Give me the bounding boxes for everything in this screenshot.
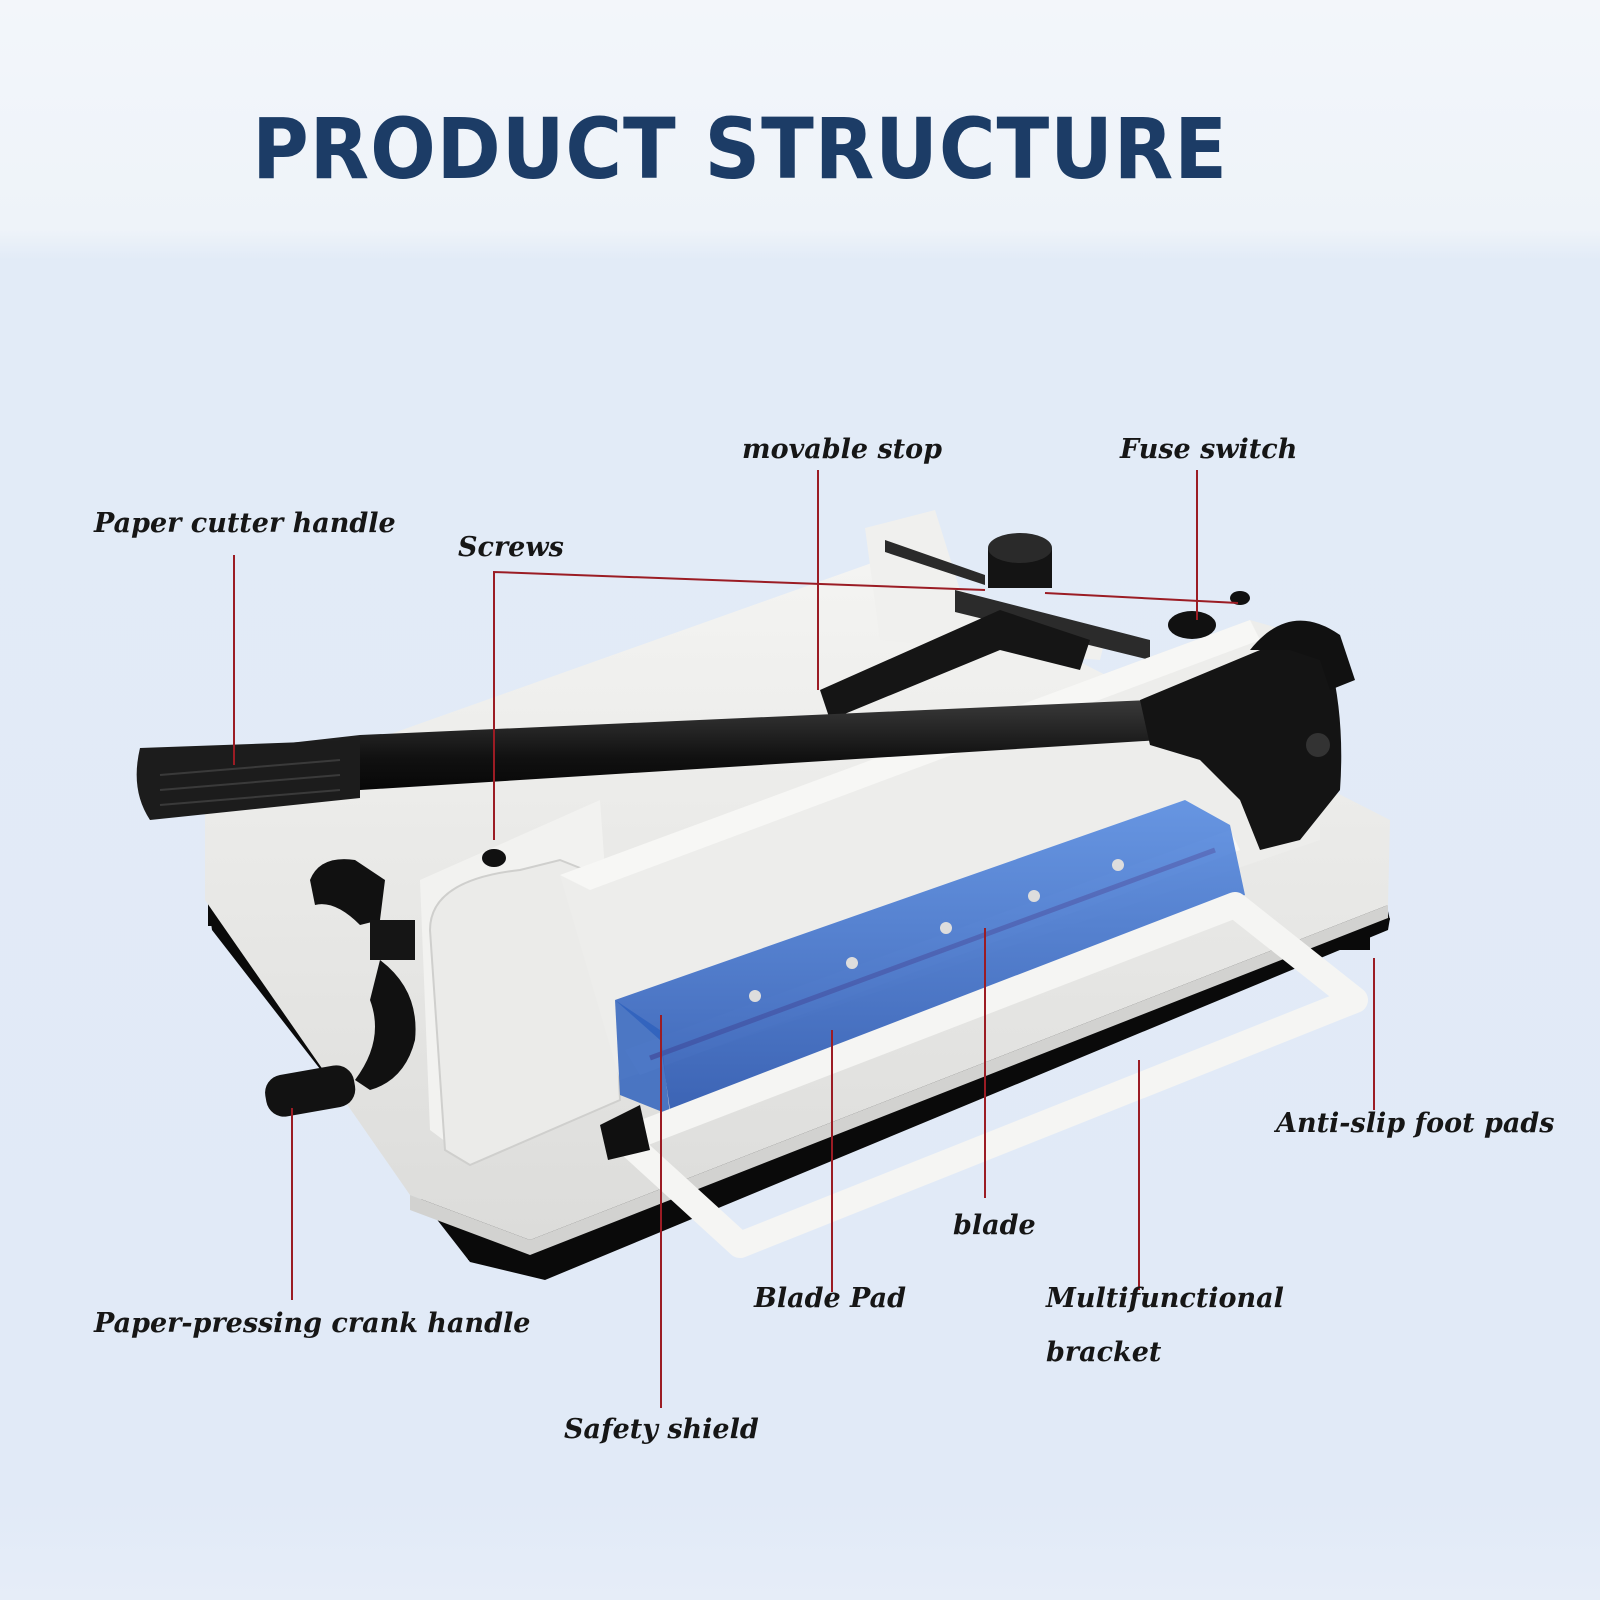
label-blade-pad: Blade Pad bbox=[754, 1283, 906, 1314]
crank-handle-graphic bbox=[265, 859, 416, 1117]
leader-line-screws bbox=[493, 570, 986, 840]
label-multifunctional-bracket-line1: Multifunctional bbox=[1046, 1283, 1284, 1314]
label-blade: blade bbox=[953, 1210, 1036, 1241]
paper-cutter-handle-graphic bbox=[136, 620, 1355, 850]
label-movable-stop: movable stop bbox=[742, 434, 943, 465]
screw-head bbox=[1230, 591, 1250, 605]
label-paper-pressing-crank-handle: Paper-pressing crank handle bbox=[94, 1308, 531, 1339]
screw-head bbox=[482, 849, 506, 867]
leader-lines bbox=[233, 470, 1375, 1408]
label-fuse-switch: Fuse switch bbox=[1120, 434, 1298, 465]
label-anti-slip-foot-pads: Anti-slip foot pads bbox=[1276, 1108, 1555, 1139]
multifunctional-bracket bbox=[612, 892, 1368, 1258]
movable-stop-graphic bbox=[820, 533, 1090, 720]
label-multifunctional-bracket-line2: bracket bbox=[1046, 1337, 1162, 1368]
label-screws: Screws bbox=[458, 532, 564, 563]
label-paper-cutter-handle: Paper cutter handle bbox=[94, 508, 396, 539]
leader-line-screws-right bbox=[1044, 592, 1239, 604]
page-title: PRODUCT STRUCTURE bbox=[252, 100, 1228, 198]
label-safety-shield: Safety shield bbox=[564, 1414, 759, 1445]
fuse-switch-knob bbox=[1168, 611, 1216, 639]
paper-cutter-illustration bbox=[136, 510, 1390, 1280]
safety-shield bbox=[615, 800, 1245, 1110]
